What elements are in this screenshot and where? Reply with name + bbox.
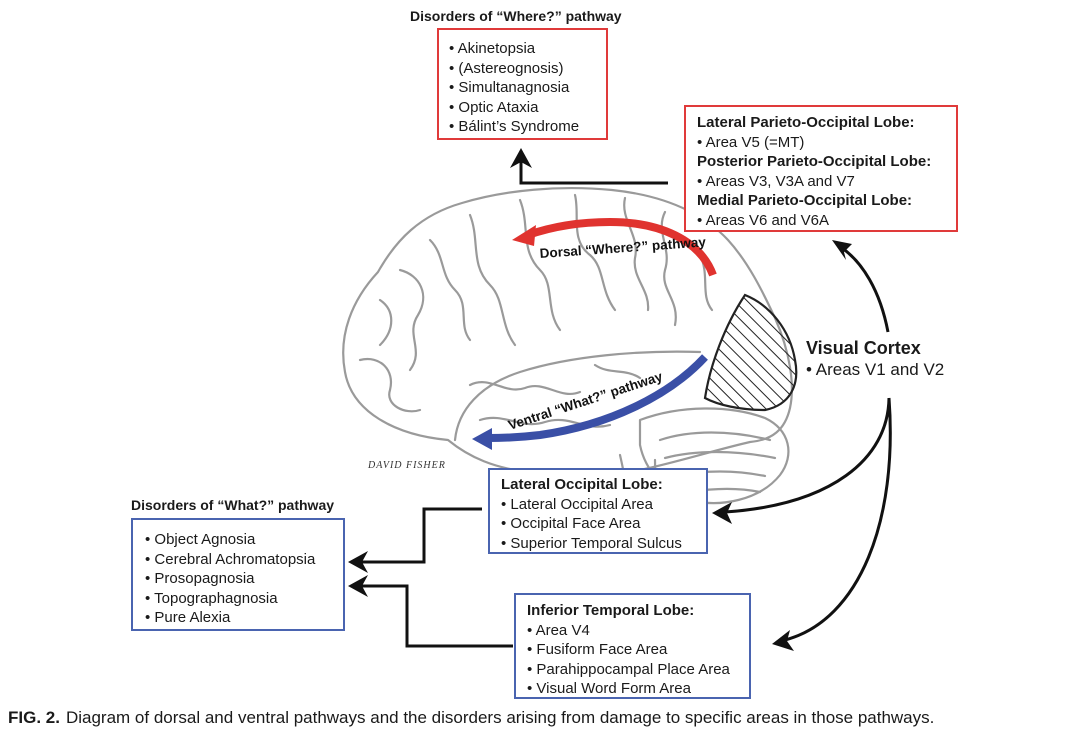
vc-to-parieto-arrowhead	[832, 240, 852, 260]
inferior-temporal-title: Inferior Temporal Lobe:	[527, 602, 695, 619]
visual-cortex-label: Visual Cortex • Areas V1 and V2	[806, 337, 944, 381]
list-item: • Areas V6 and V6A	[697, 211, 830, 229]
what-disorders-box: • Object Agnosia • Cerebral Achromatopsi…	[131, 518, 345, 631]
vc-to-lateral-occipital-arrow	[724, 397, 891, 514]
lateral-parieto-title: Lateral Parieto-Occipital Lobe:	[697, 114, 915, 131]
dorsal-pathway-label: Dorsal “Where?” pathway	[539, 234, 707, 261]
vc-to-inferior-temporal-arrowhead	[772, 630, 794, 651]
list-item: • Occipital Face Area	[501, 515, 641, 532]
list-item: • Fusiform Face Area	[527, 641, 668, 658]
list-item: • (Astereognosis)	[449, 59, 564, 77]
parieto-occipital-box: Lateral Parieto-Occipital Lobe: • Area V…	[684, 105, 958, 232]
lateral-occipital-to-what-arrowhead	[348, 551, 368, 573]
list-item: • Lateral Occipital Area	[501, 495, 653, 513]
inferior-temporal-box: Inferior Temporal Lobe: • Area V4 • Fusi…	[514, 593, 751, 699]
medial-parieto-title: Medial Parieto-Occipital Lobe:	[697, 192, 913, 209]
lateral-occipital-box: Lateral Occipital Lobe: • Lateral Occipi…	[488, 468, 708, 554]
list-item: • Object Agnosia	[145, 531, 256, 548]
parieto-to-where-arrowhead	[510, 148, 532, 168]
posterior-parieto-title: Posterior Parieto-Occipital Lobe:	[697, 153, 932, 170]
ventral-arrowhead	[472, 428, 492, 450]
visual-cortex-title: Visual Cortex	[806, 338, 921, 358]
where-disorders-box: • Akinetopsia • (Astereognosis) • Simult…	[437, 28, 608, 140]
vc-to-inferior-temporal-arrow	[784, 397, 892, 642]
list-item: • Area V5 (=MT)	[697, 133, 805, 151]
list-item: • Prosopagnosia	[145, 570, 255, 587]
ventral-pathway-arrow	[487, 354, 708, 442]
lateral-occipital-title: Lateral Occipital Lobe:	[501, 476, 663, 493]
vc-to-parieto-arrow	[841, 246, 890, 333]
inferior-temporal-to-what-arrowhead	[348, 575, 368, 597]
list-item: • Area V4	[527, 621, 590, 639]
what-disorders-heading: Disorders of “What?” pathway	[131, 497, 335, 513]
list-item: • Pure Alexia	[145, 609, 231, 626]
visual-cortex-region	[703, 293, 798, 412]
dorsal-arrowhead	[512, 225, 536, 246]
figure-caption: FIG. 2. Diagram of dorsal and ventral pat…	[8, 708, 934, 728]
list-item: • Topographagnosia	[145, 589, 278, 607]
dorsal-pathway-arrow	[526, 217, 717, 277]
list-item: • Parahippocampal Place Area	[527, 660, 730, 678]
list-item: • Simultanagnosia	[449, 79, 570, 96]
figure-label: FIG. 2.	[8, 708, 60, 727]
list-item: • Superior Temporal Sulcus	[501, 534, 682, 552]
list-item: • Cerebral Achromatopsia	[145, 550, 316, 568]
inferior-temporal-to-what-connector	[362, 584, 513, 648]
artist-signature: DAVID FISHER	[367, 460, 446, 471]
visual-cortex-item: • Areas V1 and V2	[806, 360, 945, 379]
vc-to-lateral-occipital-arrowhead	[712, 502, 732, 524]
list-item: • Akinetopsia	[449, 40, 536, 57]
caption-text: Diagram of dorsal and ventral pathways a…	[65, 708, 935, 727]
list-item: • Visual Word Form Area	[527, 680, 691, 697]
lateral-occipital-to-what-connector	[362, 507, 482, 564]
list-item: • Areas V3, V3A and V7	[697, 172, 855, 190]
list-item: • Optic Ataxia	[449, 98, 539, 116]
where-disorders-heading: Disorders of “Where?” pathway	[410, 8, 622, 24]
list-item: • Bálint’s Syndrome	[449, 118, 580, 135]
parieto-to-where-connector	[519, 158, 668, 185]
